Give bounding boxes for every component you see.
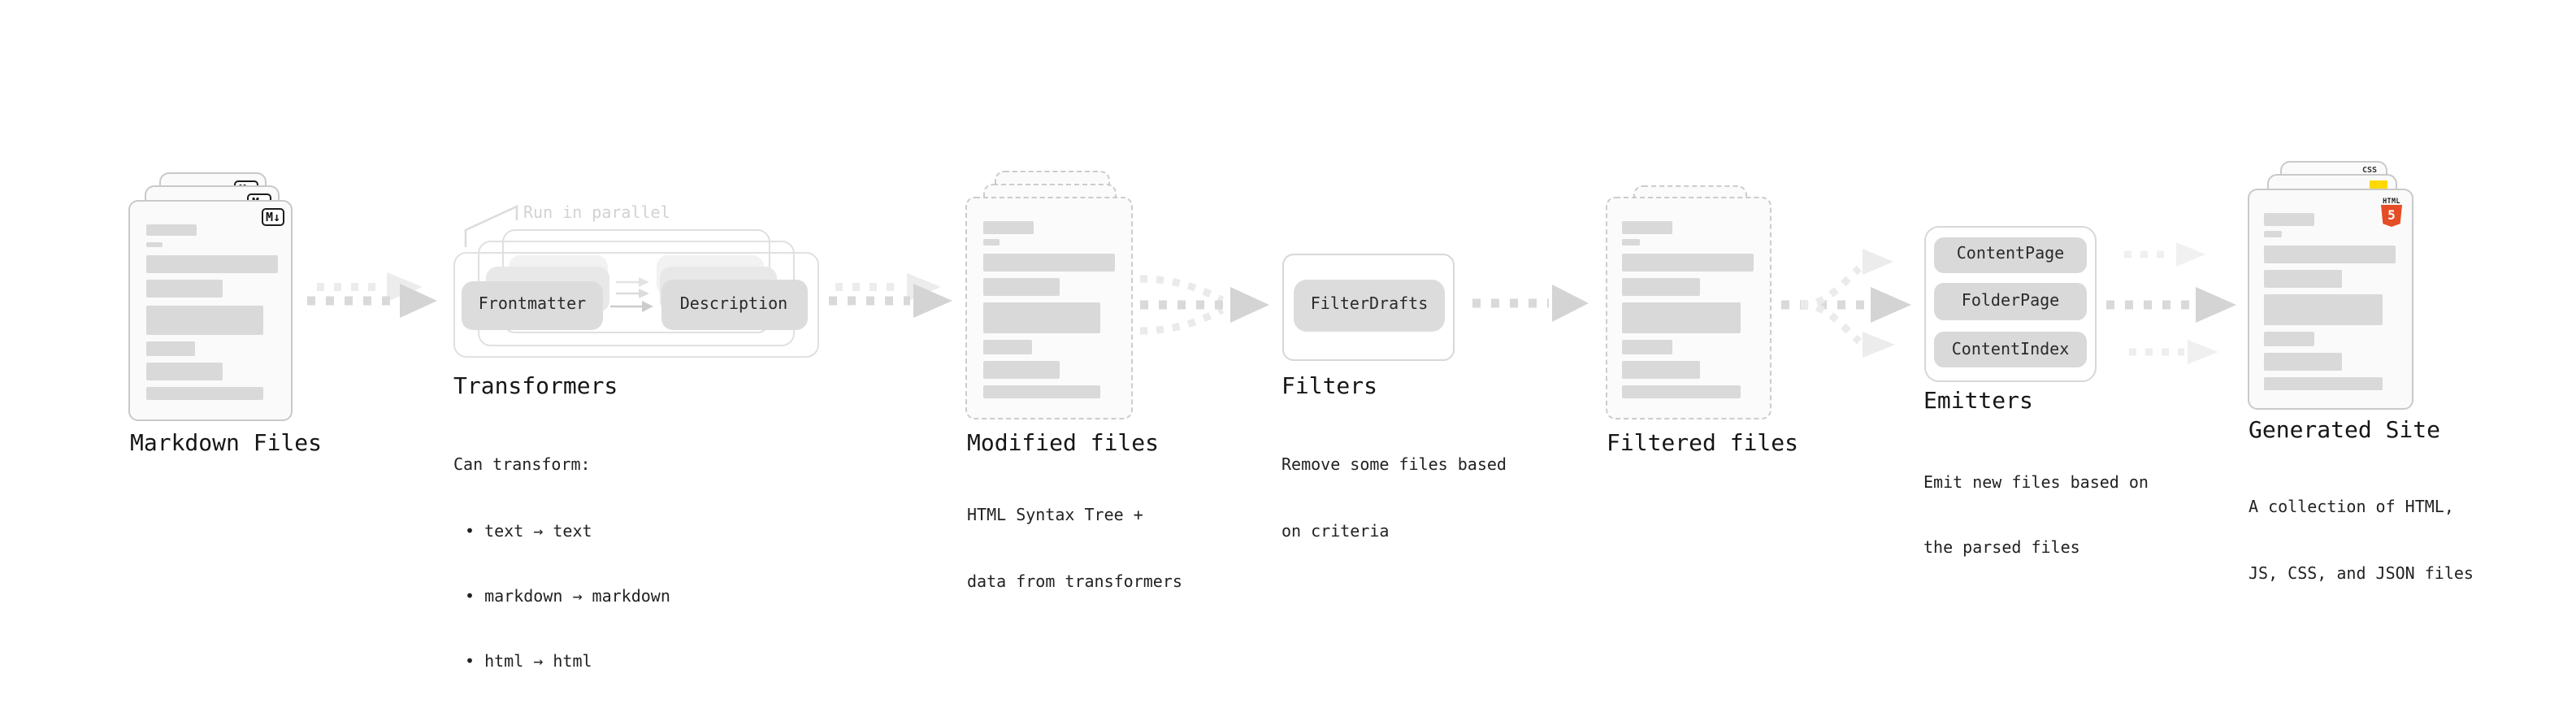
doc-line <box>2264 331 2314 345</box>
description-pill: Description <box>661 279 807 329</box>
transform-step-arrows <box>610 277 653 312</box>
html5-icon: HTML 5 <box>2380 197 2403 227</box>
stage-title-filters: Filters <box>1281 374 1378 400</box>
emitters-desc-line: the parsed files <box>1923 540 2080 558</box>
js-icon <box>2370 180 2387 189</box>
doc-line <box>145 241 163 247</box>
filterdrafts-pill: FilterDrafts <box>1294 279 1445 331</box>
transformers-description: Can transform: • text → text • markdown … <box>453 412 670 717</box>
emitters-desc-line: Emit new files based on <box>1923 474 2149 493</box>
doc-line <box>145 387 263 400</box>
doc-line <box>145 224 196 236</box>
stage-title-generated-site: Generated Site <box>2249 418 2441 444</box>
filters-desc-line: Remove some files based <box>1281 457 1507 476</box>
doc-line <box>1622 302 1740 332</box>
doc-line <box>2264 352 2341 370</box>
doc-line <box>1622 277 1699 295</box>
stage-title-emitters: Emitters <box>1923 389 2033 415</box>
transform-item: • markdown → markdown <box>465 588 670 606</box>
doc-line <box>145 363 223 380</box>
emitter-pill-contentpage: ContentPage <box>1934 237 2087 272</box>
transformers-desc-heading: Can transform: <box>453 457 591 476</box>
doc-line <box>982 360 1060 378</box>
doc-line <box>2264 231 2281 237</box>
doc-line <box>982 339 1032 354</box>
transform-item: • html → html <box>465 653 592 671</box>
doc-line <box>145 280 223 298</box>
run-in-parallel-annotation: Run in parallel <box>523 205 670 223</box>
flow-arrow-transformers-to-modified <box>829 273 952 318</box>
emitter-pill-folderpage: FolderPage <box>1934 283 2087 319</box>
doc-line <box>145 305 263 335</box>
transformer-panel-front <box>453 252 819 358</box>
pipeline-diagram: M↓ M↓ M↓ Markdown Files Frontmatter Desc… <box>128 161 2474 671</box>
doc-line <box>982 253 1114 271</box>
generated-doc-html: HTML 5 <box>2247 189 2413 409</box>
doc-line <box>982 221 1033 233</box>
transform-item: • text → text <box>465 523 592 541</box>
emitter-pill-contentindex: ContentIndex <box>1934 332 2087 367</box>
markdown-doc-front: M↓ <box>128 199 293 420</box>
stage-title-filtered-files: Filtered files <box>1607 431 1799 457</box>
flow-arrows-layer <box>307 204 2236 364</box>
doc-line <box>2264 213 2314 225</box>
stage-title-modified-files: Modified files <box>967 431 1160 457</box>
doc-line <box>982 239 1000 245</box>
flow-arrow-modified-to-filters-converge <box>1139 275 1269 335</box>
doc-line <box>2264 245 2396 263</box>
modified-description: HTML Syntax Tree + data from transformer… <box>967 463 1182 637</box>
modified-doc-front <box>965 197 1132 419</box>
stage-title-markdown-files: Markdown Files <box>130 431 323 457</box>
markdown-icon: M↓ <box>261 207 284 225</box>
emitters-description: Emit new files based on the parsed files <box>1923 429 2149 604</box>
doc-line <box>2264 294 2382 324</box>
html5-number: 5 <box>2387 208 2396 224</box>
doc-line <box>1622 253 1754 271</box>
stage-title-transformers: Transformers <box>453 374 618 400</box>
doc-line <box>2264 269 2341 287</box>
doc-line <box>982 302 1100 332</box>
doc-line <box>982 385 1100 398</box>
doc-line <box>2264 376 2382 389</box>
filters-description: Remove some files based on criteria <box>1281 412 1507 587</box>
frontmatter-pill: Frontmatter <box>462 280 603 329</box>
filters-desc-line: on criteria <box>1281 523 1390 541</box>
doc-line <box>145 341 195 356</box>
modified-desc-line: HTML Syntax Tree + <box>967 507 1143 526</box>
flow-arrow-emitters-to-generated <box>2106 242 2236 364</box>
doc-line <box>1622 385 1740 398</box>
flow-arrow-filters-to-filtered <box>1472 285 1589 322</box>
doc-line <box>1622 221 1672 233</box>
flow-arrow-markdown-to-transformers <box>307 272 437 318</box>
generated-desc-line: A collection of HTML, <box>2249 499 2454 518</box>
doc-line <box>982 277 1060 295</box>
flow-arrow-filtered-to-emitters-diverge <box>1781 249 1911 358</box>
doc-line <box>1622 339 1672 354</box>
filtered-doc-front <box>1605 197 1772 419</box>
generated-description: A collection of HTML, JS, CSS, and JSON … <box>2249 454 2474 629</box>
html5-caption: HTML <box>2383 197 2400 205</box>
html5-shield: 5 <box>2381 205 2402 227</box>
doc-line <box>1622 360 1699 378</box>
doc-line <box>145 255 277 273</box>
modified-desc-line: data from transformers <box>967 573 1182 592</box>
generated-desc-line: JS, CSS, and JSON files <box>2249 565 2474 584</box>
run-in-parallel-callout-line <box>464 204 518 247</box>
doc-line <box>1622 239 1639 245</box>
